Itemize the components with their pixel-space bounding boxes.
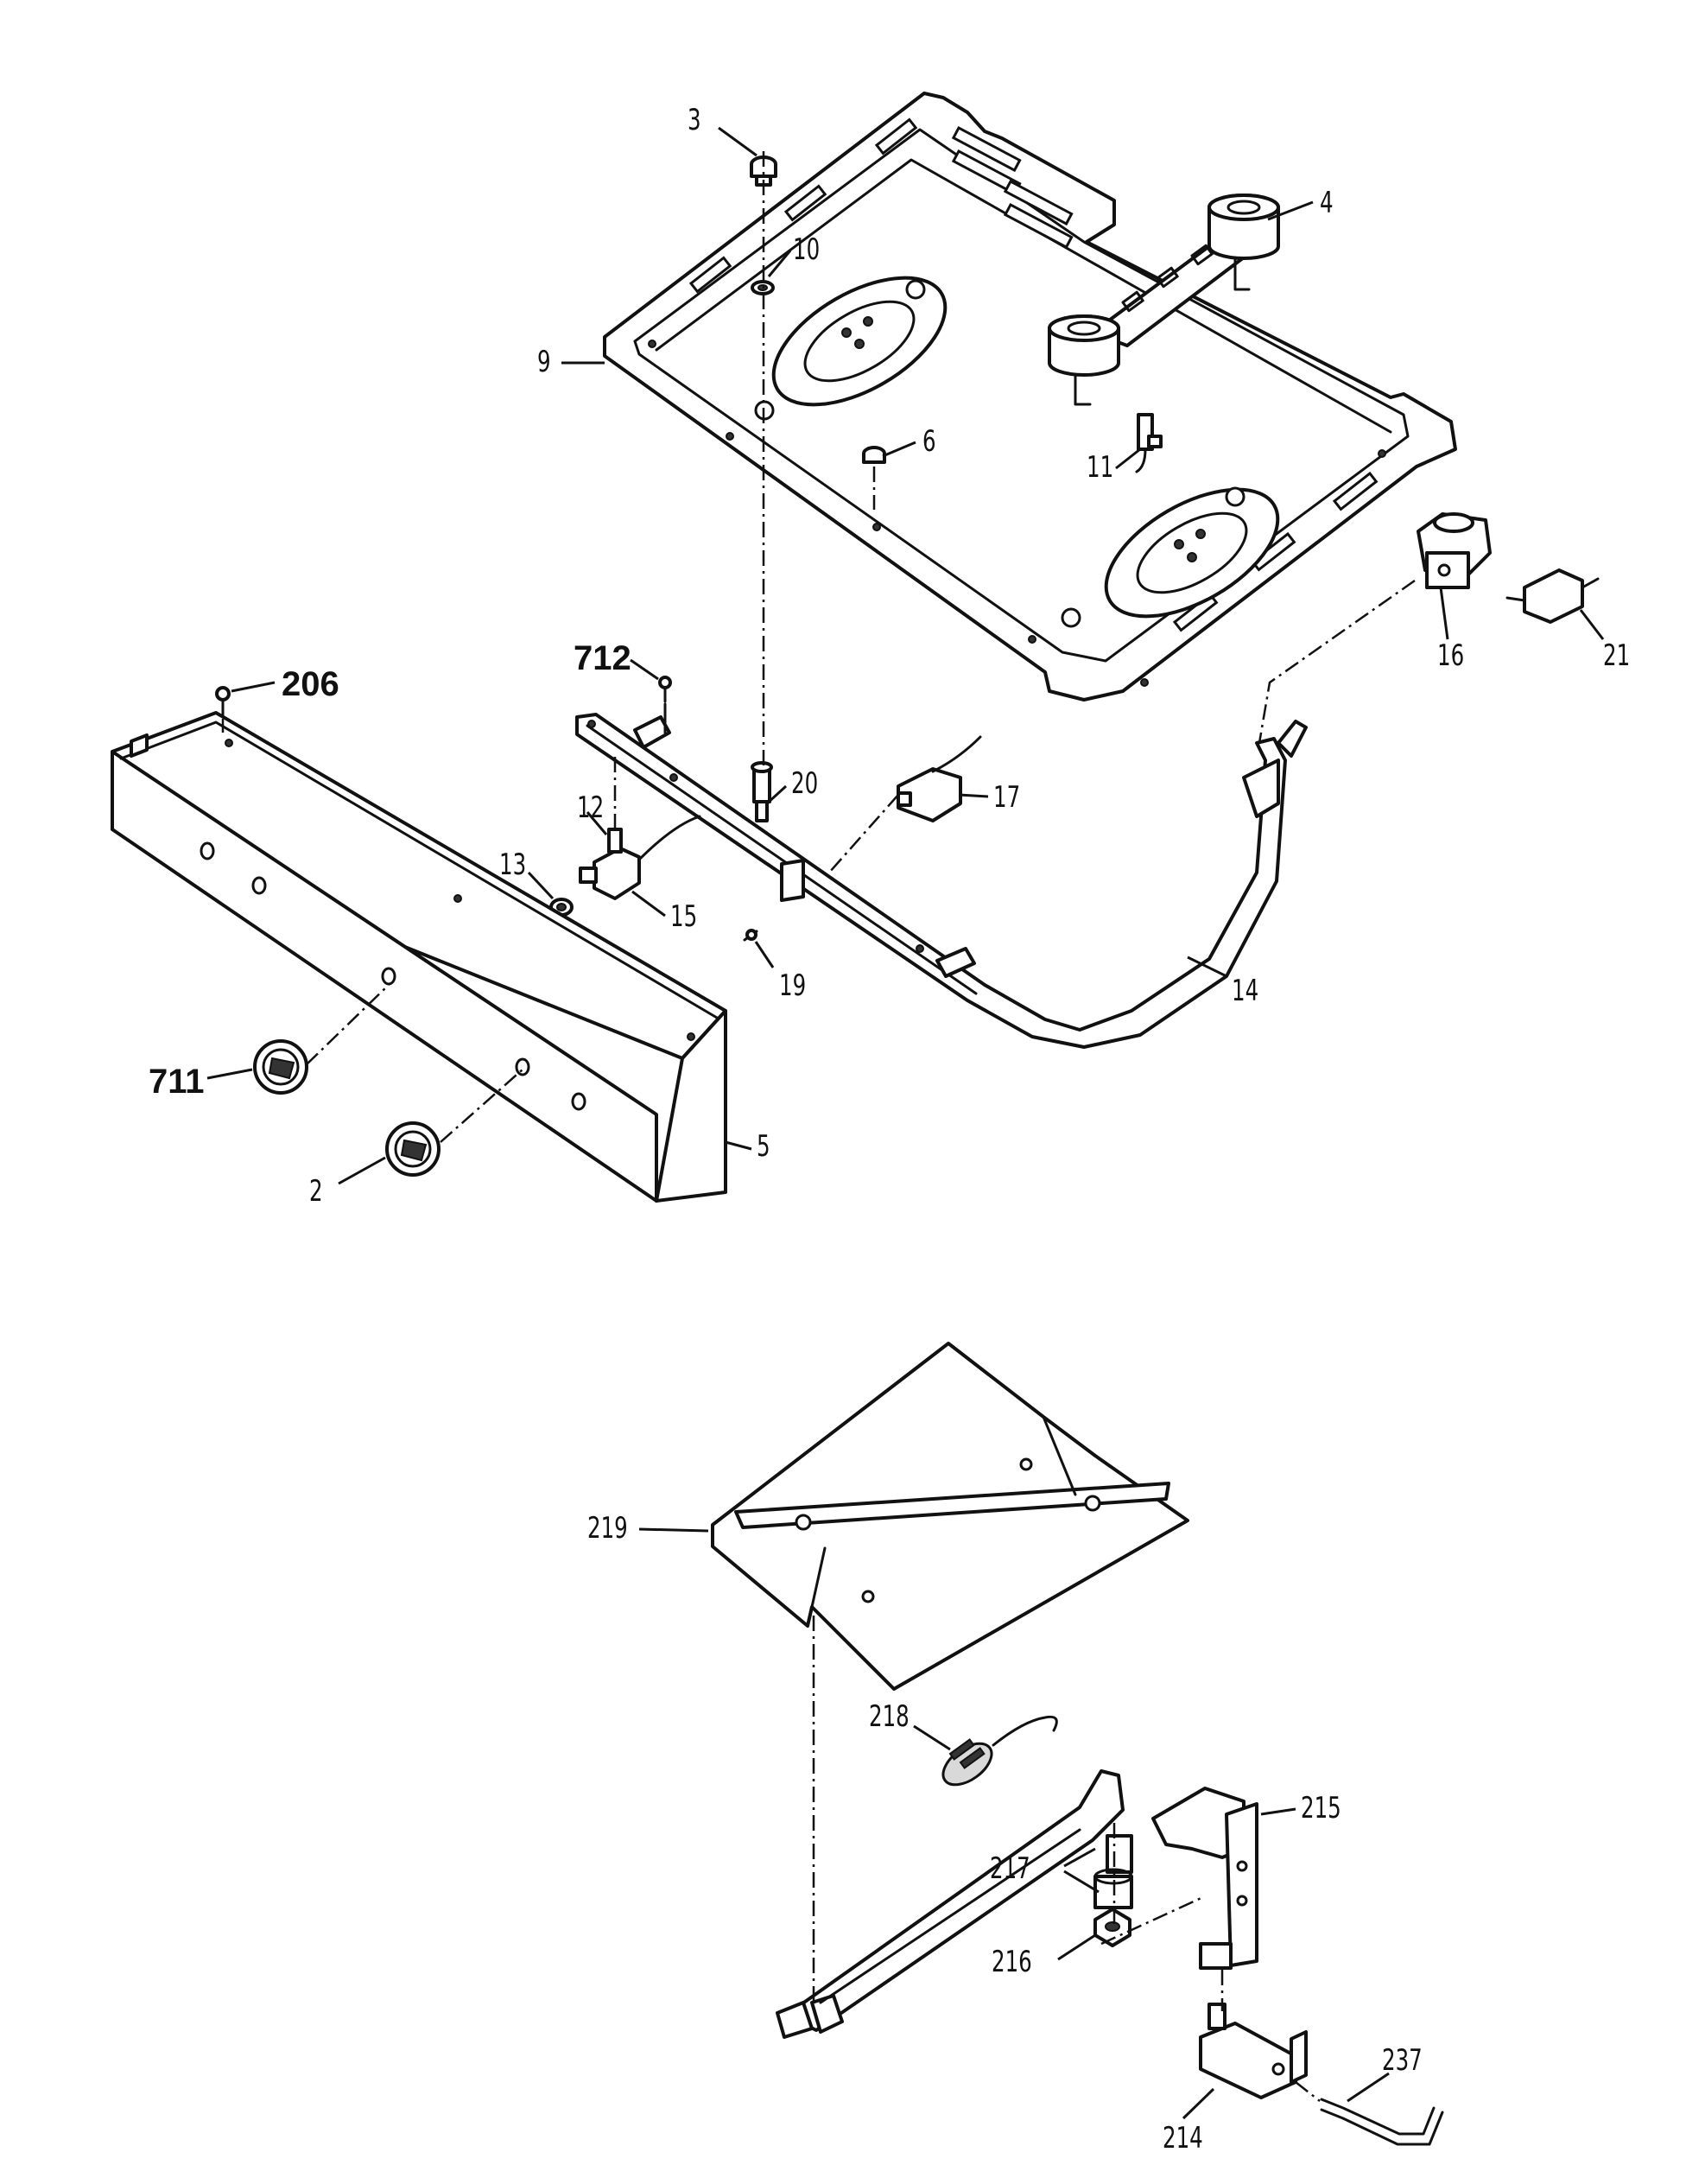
callout-21: 21 [1603,638,1631,673]
burner-assembly-4 [1048,194,1280,406]
valve-21 [1505,568,1600,624]
valve-214 [1199,2003,1308,2099]
regulator-16 [1417,512,1492,589]
knob-711 [253,1039,308,1095]
callout-15: 15 [670,899,698,934]
callout-10: 10 [793,232,821,267]
switch-17 [897,735,982,822]
callout-6: 6 [922,424,936,459]
callout-11: 11 [1087,450,1114,485]
callout-19: 19 [779,968,807,1003]
callout-5: 5 [757,1129,770,1164]
orifice-217 [1093,1834,1133,1909]
callout-218: 218 [869,1699,910,1734]
leader-lines [206,126,1605,2120]
knob-2 [385,1121,441,1177]
screw-19 [743,929,758,942]
callout-14: 14 [1232,974,1259,1008]
screw-712 [658,676,672,703]
callout-237: 237 [1382,2043,1423,2078]
callout-16: 16 [1437,638,1465,673]
callout-215: 215 [1301,1791,1341,1825]
screw-6 [862,446,886,464]
callout-2: 2 [309,1174,323,1209]
burner-box-9 [603,92,1457,702]
callout-9: 9 [537,345,551,379]
callout-20: 20 [791,766,819,801]
callout-206: 206 [282,665,339,703]
electrode-11 [1135,413,1163,473]
valve-12-15 [579,815,701,900]
callout-12: 12 [577,790,605,825]
manifold-14 [575,713,1308,1049]
callout-13: 13 [499,848,527,882]
callout-17: 17 [993,780,1021,815]
broil-burner-shield-219 [711,1342,1189,1691]
callout-712: 712 [574,639,631,677]
nut-216 [1093,1908,1131,1947]
bracket-215 [1151,1787,1258,1970]
burner-tube [776,1769,1125,2039]
callout-214: 214 [1163,2121,1203,2155]
callout-219: 219 [587,1511,628,1546]
igniter-218 [941,1715,1058,1787]
orifice-20 [751,761,773,822]
tube-237 [1320,2098,1444,2146]
callout-3: 3 [688,103,701,137]
callout-216: 216 [992,1945,1032,1979]
callout-217: 217 [990,1851,1030,1886]
callout-4: 4 [1320,186,1334,220]
control-panel-5 [111,711,727,1203]
callout-711: 711 [149,1063,205,1101]
